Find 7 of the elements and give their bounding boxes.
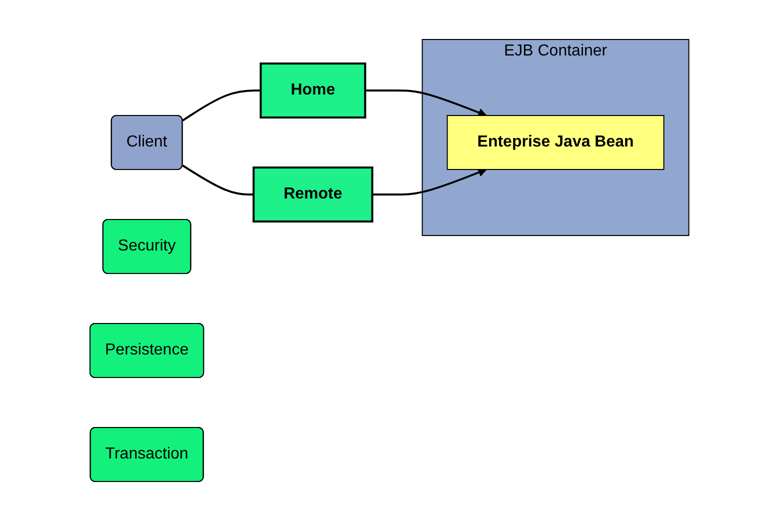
connector — [182, 90, 261, 122]
node-box: Enteprise Java Bean — [446, 115, 664, 170]
node-box: Remote — [252, 166, 374, 222]
node-box: Home — [260, 62, 366, 118]
connector — [182, 164, 254, 196]
arrow — [372, 168, 487, 196]
arrow — [365, 90, 487, 117]
